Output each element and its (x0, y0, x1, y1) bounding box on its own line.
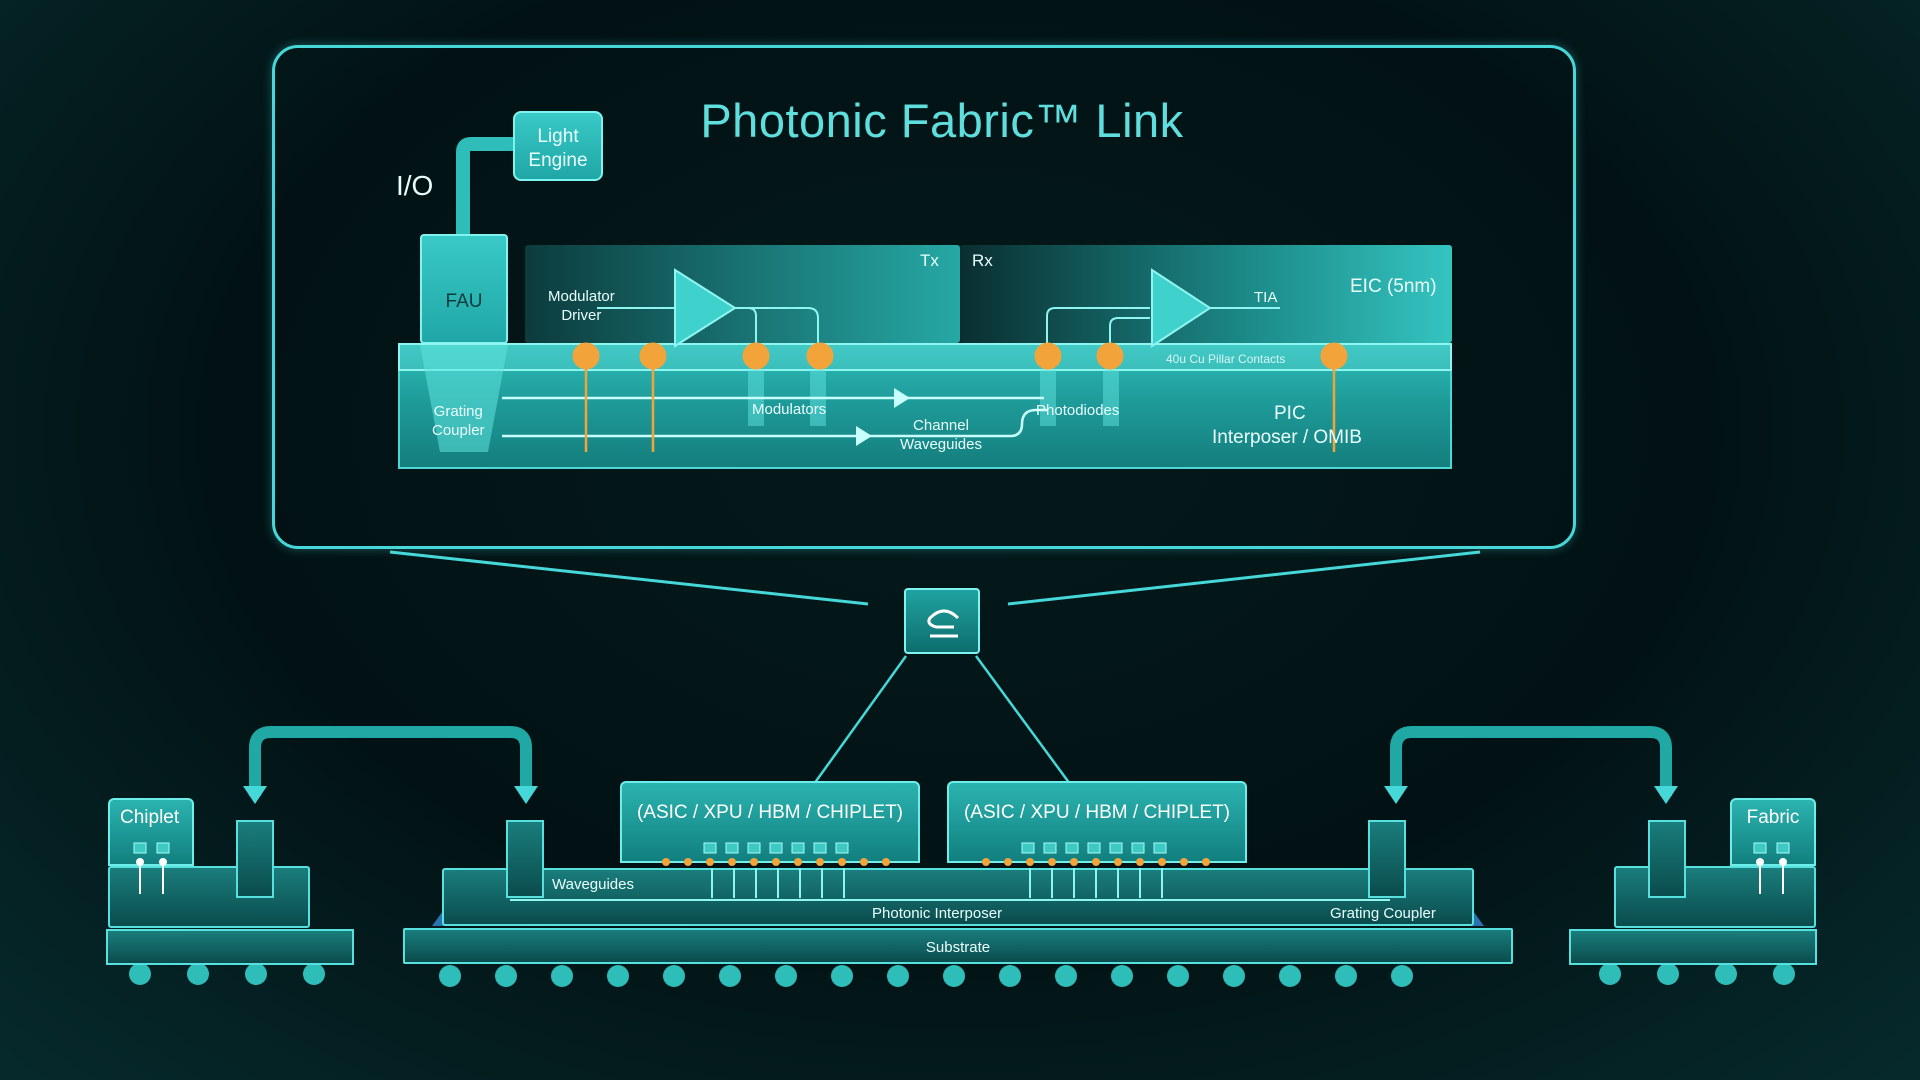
right-interposer (1614, 866, 1816, 928)
arrow-down-icon-1 (243, 786, 267, 804)
right-substrate (1569, 929, 1817, 965)
waveguide-line (510, 899, 1390, 901)
arrow-down-icon-4 (1654, 786, 1678, 804)
arrow-down-icon-2 (514, 786, 538, 804)
photonic-interposer (442, 868, 1474, 926)
tx-region (525, 245, 960, 343)
light-engine-box: Light Engine (513, 111, 603, 181)
left-grating-coupler (236, 820, 274, 898)
right-grating-coupler (1648, 820, 1686, 898)
substrate: Substrate (403, 928, 1513, 964)
modulator-driver-label: Modulator Driver (548, 288, 615, 324)
photodiodes-label: Photodiodes (1036, 402, 1120, 419)
logo-glyph-icon (927, 609, 960, 638)
left-substrate (106, 929, 354, 965)
waveguide-arrow-icon-2 (856, 426, 872, 446)
fau-label: FAU (445, 291, 483, 312)
right-fabric-label: Fabric (1746, 807, 1800, 828)
grating-coupler-bottom-label: Grating Coupler (1330, 905, 1436, 922)
pillar-contacts-label: 40u Cu Pillar Contacts (1166, 352, 1286, 366)
chip-1-label: (ASIC / XPU / HBM / CHIPLET) (636, 802, 904, 823)
fau-block: FAU (420, 234, 508, 344)
rx-region (960, 245, 1452, 343)
pic-label: PIC (1274, 403, 1306, 424)
light-engine-label: Light Engine (528, 126, 588, 171)
waveguides-label: Waveguides (552, 876, 634, 893)
photonic-interposer-label: Photonic Interposer (872, 905, 1003, 922)
interposer-omib-label: Interposer / OMIB (1212, 427, 1362, 448)
channel-waveguides-label: Channel Waveguides (900, 417, 982, 453)
substrate-label: Substrate (925, 939, 991, 956)
center-left-grating-coupler (506, 820, 544, 898)
arrow-down-icon-3 (1384, 786, 1408, 804)
left-chiplet-box: Chiplet (108, 798, 194, 866)
modulators-label: Modulators (752, 401, 827, 418)
left-interposer (108, 866, 310, 928)
eic-label: EIC (5nm) (1350, 276, 1437, 297)
chip-2-label: (ASIC / XPU / HBM / CHIPLET) (963, 802, 1231, 823)
celestial-logo-icon[interactable] (904, 588, 980, 654)
waveguide-arrow-icon (894, 388, 910, 408)
rx-label: Rx (972, 251, 993, 270)
grating-coupler-label: Grating Coupler (432, 403, 485, 439)
diagram-title: Photonic Fabric™ Link (700, 94, 1184, 147)
tia-label: TIA (1254, 289, 1278, 306)
link-detail-panel (272, 45, 1576, 549)
io-label: I/O (396, 170, 434, 201)
right-fabric-box: Fabric (1730, 798, 1816, 866)
tia-amplifier-icon (1151, 268, 1212, 348)
left-chiplet-label: Chiplet (120, 807, 180, 828)
center-right-grating-coupler (1368, 820, 1406, 898)
tx-label: Tx (920, 251, 939, 270)
